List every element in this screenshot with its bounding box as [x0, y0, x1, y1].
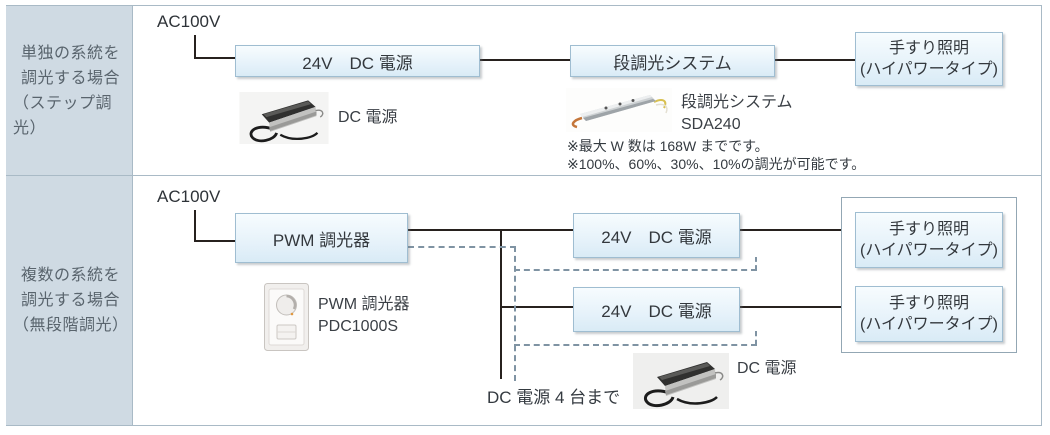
sidebar-row2-line3: （無段階調光） [13, 317, 129, 334]
control-wire-hook2-dashed [755, 331, 757, 345]
pwm-dimmer-caption-line2: PDC1000S [318, 318, 399, 335]
note-max-wattage: ※最大 W 数は 168W までです。 [567, 138, 769, 154]
control-wire-trunk-dashed [514, 246, 516, 381]
node-dc-power-top-label: 24V DC 電源 [302, 53, 413, 73]
wire-ac-to-dcpower-top [194, 57, 236, 59]
step-dimming-unit-photo [566, 88, 672, 132]
dc-power-photo-bottom [633, 352, 729, 410]
sidebar-row2-line2: 調光する場合 [21, 292, 121, 309]
wire-dcpower2-to-light2 [740, 306, 855, 308]
node-handrail-light-2-line2: (ハイパワータイプ) [859, 316, 999, 333]
sidebar-step-dimming-label: 単独の系統を 調光する場合 （ステップ調光） [6, 6, 133, 175]
node-handrail-light-2: 手すり照明 (ハイパワータイプ) [855, 286, 1003, 342]
sidebar-row2-line1: 複数の系統を [21, 267, 121, 284]
sidebar-row1-line2: 調光する場合 [21, 69, 121, 87]
step-dimming-caption-line2: SDA240 [681, 116, 741, 133]
dc-power-caption-bottom: DC 電源 [737, 360, 797, 377]
ac100v-label-bottom: AC100V [157, 187, 221, 206]
step-dimming-caption-line1: 段調光システム [681, 94, 793, 111]
ac100v-label-top: AC100V [157, 12, 221, 31]
node-dc-power-1: 24V DC 電源 [573, 213, 740, 258]
wire-trunk-to-dcpower2 [500, 306, 573, 308]
wire-ac-drop-bottom [194, 210, 196, 242]
sidebar-row1-line3: （ステップ調光） [13, 94, 113, 137]
dc-power-caption-top: DC 電源 [338, 109, 398, 126]
control-wire-branch1-dashed [514, 269, 757, 271]
sidebar-row1-line1: 単独の系統を [21, 44, 121, 62]
node-dc-power-1-label: 24V DC 電源 [601, 228, 712, 247]
control-wire-pwm-out-dashed [408, 246, 516, 248]
section-divider [6, 175, 1042, 176]
node-pwm-dimmer: PWM 調光器 [235, 213, 408, 263]
pwm-dimmer-caption-line1: PWM 調光器 [318, 296, 410, 313]
sidebar-stepless-dimming-label: 複数の系統を 調光する場合 （無段階調光） [6, 176, 133, 425]
dc-power-photo-top [238, 92, 330, 144]
node-handrail-light-1-line1: 手すり照明 [888, 221, 969, 238]
wire-trunk-solid [500, 229, 502, 379]
dc-power-max-units-label: DC 電源 4 台まで [487, 388, 621, 407]
node-step-dimming: 段調光システム [570, 45, 775, 77]
node-dc-power-2-label: 24V DC 電源 [601, 302, 712, 321]
control-wire-hook1-dashed [755, 257, 757, 270]
wire-stepdim-to-light [775, 59, 855, 61]
node-handrail-light-top: 手すり照明 (ハイパワータイプ) [855, 32, 1003, 86]
node-handrail-light-1-line2: (ハイパワータイプ) [859, 242, 999, 259]
node-handrail-light-2-line1: 手すり照明 [888, 295, 969, 312]
wire-dcpower1-to-light1 [740, 229, 855, 231]
control-wire-branch2-dashed [514, 344, 757, 346]
node-handrail-light-top-line1: 手すり照明 [888, 40, 969, 57]
node-step-dimming-label: 段調光システム [613, 53, 732, 73]
wire-pwm-to-dcpower1 [408, 229, 573, 231]
pwm-dimmer-photo [264, 283, 309, 351]
node-dc-power-top: 24V DC 電源 [235, 45, 480, 77]
wire-ac-to-pwm [194, 240, 236, 242]
node-dc-power-2: 24V DC 電源 [573, 287, 740, 332]
wire-dcpower-to-stepdim [480, 59, 570, 61]
node-pwm-dimmer-label: PWM 調光器 [272, 230, 371, 250]
node-handrail-light-top-line2: (ハイパワータイプ) [859, 61, 999, 78]
wire-ac-drop-top [194, 35, 196, 59]
node-handrail-light-1: 手すり照明 (ハイパワータイプ) [855, 212, 1003, 268]
note-dimming-levels: ※100%、60%、30%、10%の調光が可能です。 [567, 156, 866, 172]
